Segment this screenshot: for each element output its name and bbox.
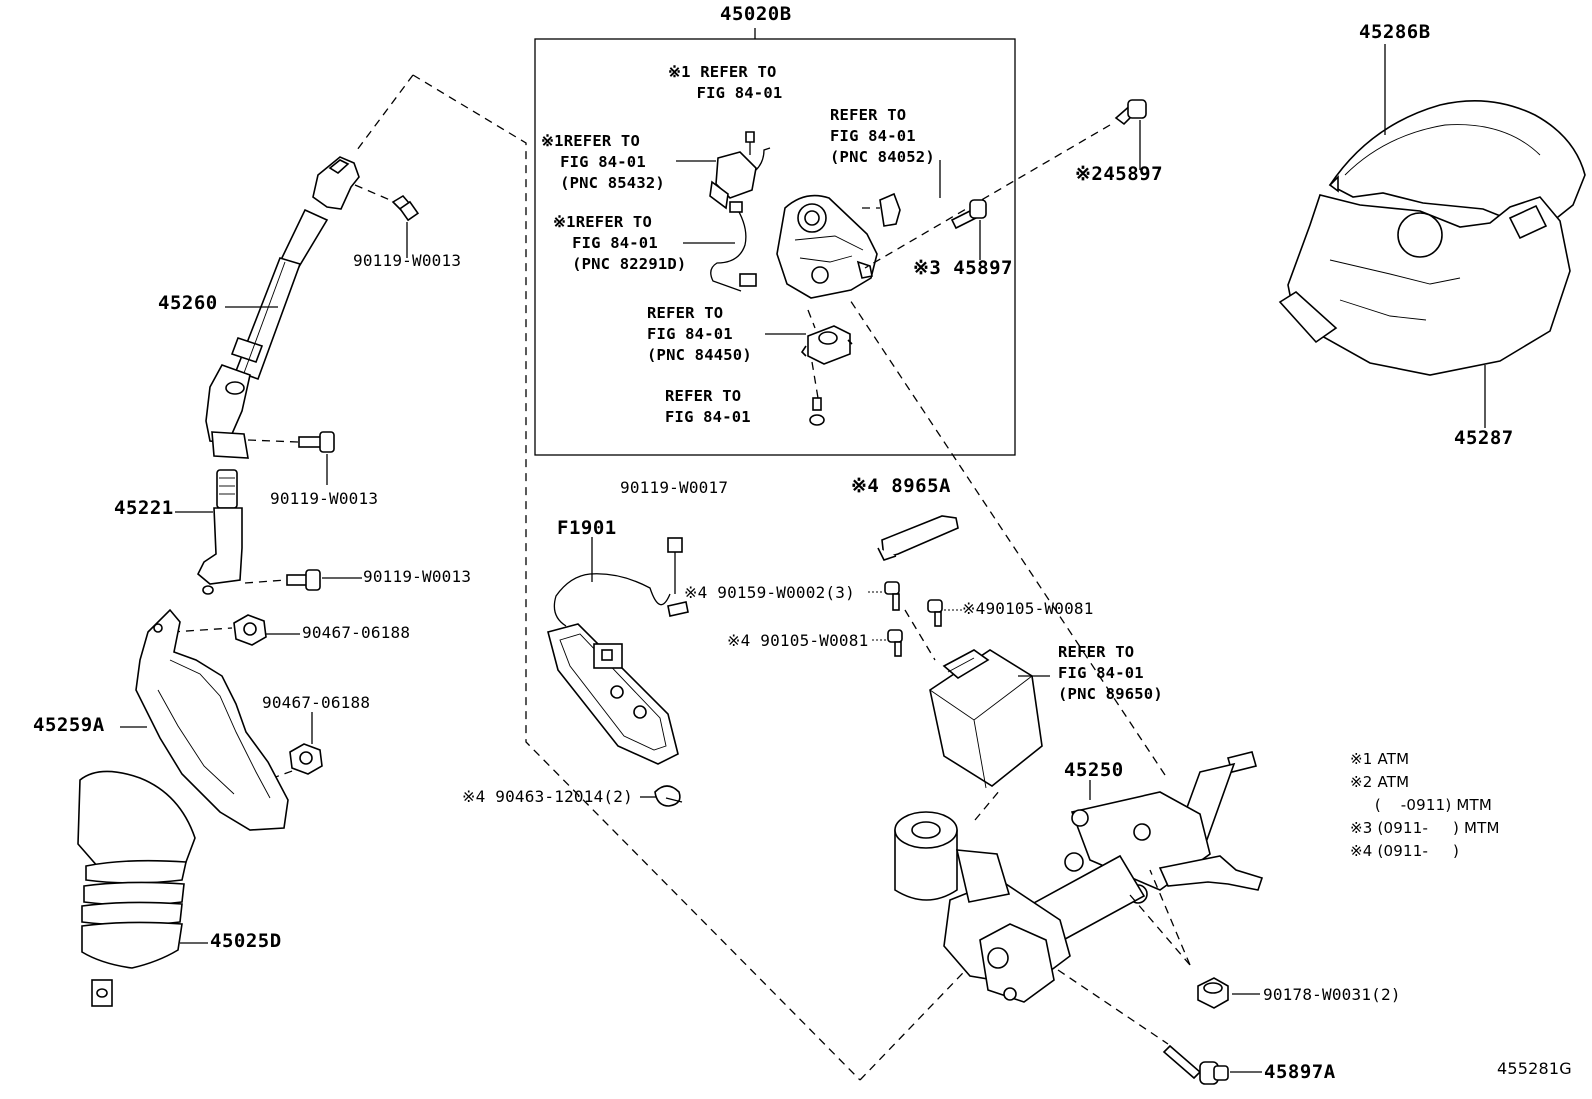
assembly-phantom-line: [412, 74, 861, 1081]
clip-90463: [654, 785, 683, 807]
label-90119-a: 90119-W0013: [353, 251, 462, 270]
bolt-90105-a: [927, 599, 943, 627]
cover-45259a: [135, 608, 289, 831]
label-45020b: 45020B: [720, 3, 792, 25]
note-1: ※1 ATM: [1350, 750, 1410, 768]
harness-82291D: [710, 201, 757, 292]
bolt-90119-b: [298, 431, 335, 453]
ref-84052: REFER TO FIG 84-01 (PNC 84052): [830, 106, 935, 166]
label-90119-c: 90119-W0013: [363, 567, 472, 586]
ref-84450: REFER TO FIG 84-01 (PNC 84450): [647, 304, 752, 364]
bolt-90159: [884, 581, 900, 611]
bolt-90119-c: [286, 569, 321, 591]
note-2: ※2 ATM: [1350, 773, 1410, 791]
ref-bottom: REFER TO FIG 84-01: [665, 387, 751, 426]
bolt-90105-b: [887, 629, 903, 657]
label-45260: 45260: [158, 292, 218, 314]
column-cover-upper-45286b: [1328, 100, 1586, 226]
label-45897a: 45897A: [1264, 1061, 1336, 1083]
label-45221: 45221: [114, 497, 174, 519]
nut-90178: [1197, 977, 1229, 1009]
label-f1901: F1901: [557, 517, 617, 539]
label-x4-90159: ※4 90159-W0002(3): [684, 583, 855, 602]
switch-85432: [709, 131, 771, 210]
note-3: ※3 (0911- ) MTM: [1350, 819, 1500, 837]
column-cover-lower-45287: [1278, 194, 1571, 376]
label-45259a: 45259A: [33, 714, 105, 736]
label-45287: 45287: [1454, 427, 1514, 449]
intermediate-shaft-45260: [205, 156, 360, 459]
label-x2-45897: ※245897: [1075, 163, 1164, 185]
label-x4-90105-a: ※490105-W0081: [962, 599, 1094, 618]
illustration-code: 455281G: [1497, 1059, 1572, 1078]
ref-89650: REFER TO FIG 84-01 (PNC 89650): [1058, 643, 1163, 703]
label-90178: 90178-W0031(2): [1263, 985, 1401, 1004]
label-x3-45897: ※3 45897: [913, 257, 1013, 279]
harness-f1901: [547, 537, 689, 765]
screw-bottom: [809, 397, 825, 426]
label-90119-w0017: 90119-W0017: [620, 478, 729, 497]
label-45250: 45250: [1064, 759, 1124, 781]
note-4: ※4 (0911- ): [1350, 842, 1460, 860]
ref-x1-85432: ※1REFER TO FIG 84-01 (PNC 85432): [541, 132, 665, 192]
label-x4-90105-b: ※4 90105-W0081: [727, 631, 869, 650]
label-x4-8965a: ※4 8965A: [851, 475, 951, 497]
shaft-45221: [197, 469, 243, 595]
label-90467-a: 90467-06188: [302, 623, 411, 642]
label-45025d: 45025D: [210, 930, 282, 952]
label-90467-b: 90467-06188: [262, 693, 371, 712]
ref-x1-top: ※1 REFER TO FIG 84-01: [668, 63, 783, 102]
label-x4-90463: ※4 90463-12014(2): [462, 787, 633, 806]
label-45286b: 45286B: [1359, 21, 1431, 43]
clip-90467-b: [289, 743, 323, 775]
steering-column-45250: [894, 751, 1264, 1003]
bolt-90119-a: [391, 194, 420, 222]
bolt-45897a: [1162, 1044, 1229, 1085]
bolt-45897-x2: [1114, 99, 1147, 126]
clip-90467-a: [233, 614, 267, 646]
boot-45025d: [77, 770, 196, 1007]
ref-x1-82291d: ※1REFER TO FIG 84-01 (PNC 82291D): [553, 213, 687, 273]
ecu-89650: [929, 649, 1043, 789]
label-90119-b: 90119-W0013: [270, 489, 379, 508]
assembly-45020b-box: [534, 38, 1016, 456]
switch-84450: [800, 325, 853, 365]
ignition-switch-housing: [776, 192, 901, 299]
note-2-cont: ( -0911) MTM: [1350, 796, 1493, 814]
bracket-8965a: [877, 515, 959, 561]
bolt-45897-x3: [950, 199, 987, 230]
